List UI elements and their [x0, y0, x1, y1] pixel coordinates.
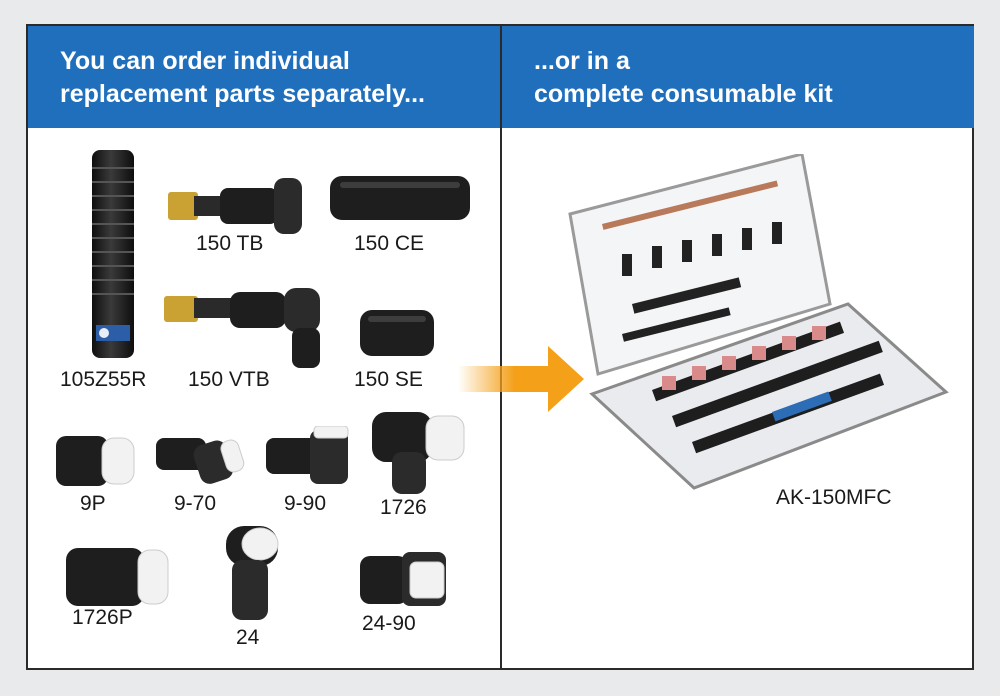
label-24: 24 — [236, 626, 260, 649]
arrow-right-icon — [458, 344, 588, 414]
torch-body-150vtb-image — [164, 288, 324, 372]
back-cap-1726-image — [372, 412, 468, 496]
label-150tb: 150 TB — [196, 232, 264, 255]
right-header-line1: ...or in a — [534, 47, 630, 75]
back-cap-24-image — [218, 526, 288, 622]
back-cap-1726p-image — [66, 546, 170, 608]
label-150vtb: 150 VTB — [188, 368, 270, 391]
label-150se: 150 SE — [354, 368, 423, 391]
kit-label-ak-150mfc: AK-150MFC — [776, 486, 892, 509]
back-cap-105z55r-image — [88, 150, 138, 360]
panel-divider — [500, 26, 502, 670]
label-150ce: 150 CE — [354, 232, 425, 255]
left-header-line1: You can order individual — [60, 47, 350, 75]
label-1726p: 1726P — [72, 606, 133, 629]
back-cap-9-70-image — [156, 430, 246, 492]
label-24-90: 24-90 — [362, 612, 416, 635]
right-panel-header: ...or in a complete consumable kit — [502, 26, 974, 128]
short-extension-150se-image — [360, 310, 434, 358]
left-header-line2: replacement parts separately... — [60, 80, 425, 108]
label-105z55r: 105Z55R — [60, 368, 147, 391]
back-cap-24-90-image — [360, 552, 450, 608]
label-9-70: 9-70 — [174, 492, 217, 515]
left-panel-header: You can order individual replacement par… — [28, 26, 500, 128]
cable-extension-150ce-image — [330, 174, 470, 222]
label-1726: 1726 — [380, 496, 427, 519]
consumable-kit-case-image — [562, 154, 952, 494]
back-cap-9p-image — [56, 432, 136, 490]
label-9p: 9P — [80, 492, 106, 515]
torch-body-150tb-image — [168, 174, 308, 238]
right-header-line2: complete consumable kit — [534, 80, 833, 108]
back-cap-9-90-image — [266, 426, 356, 488]
label-9-90: 9-90 — [284, 492, 327, 515]
comparison-panel: You can order individual replacement par… — [26, 24, 974, 670]
